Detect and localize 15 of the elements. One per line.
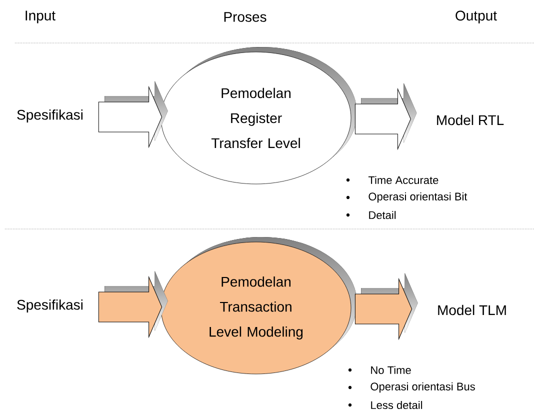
bullet-item: Operasi orientasi Bit: [346, 192, 468, 203]
block-arrow: [354, 83, 417, 150]
column-heading: Proses: [224, 12, 266, 22]
bullet-item: Less detail: [348, 400, 422, 410]
bullet-item: Operasi orientasi Bus: [348, 382, 475, 393]
block-arrow: [98, 81, 168, 148]
column-heading: Input: [26, 10, 56, 24]
node-text: Spesifikasi: [17, 109, 82, 123]
node-text: Model RTL: [437, 114, 504, 126]
block-arrow: [354, 273, 418, 340]
bullet-item: Detail: [346, 210, 396, 220]
column-heading: Output: [456, 10, 497, 24]
node-text: Model TLM: [438, 304, 506, 316]
node-text: Spesifikasi: [17, 299, 82, 313]
block-arrow: [98, 271, 168, 338]
